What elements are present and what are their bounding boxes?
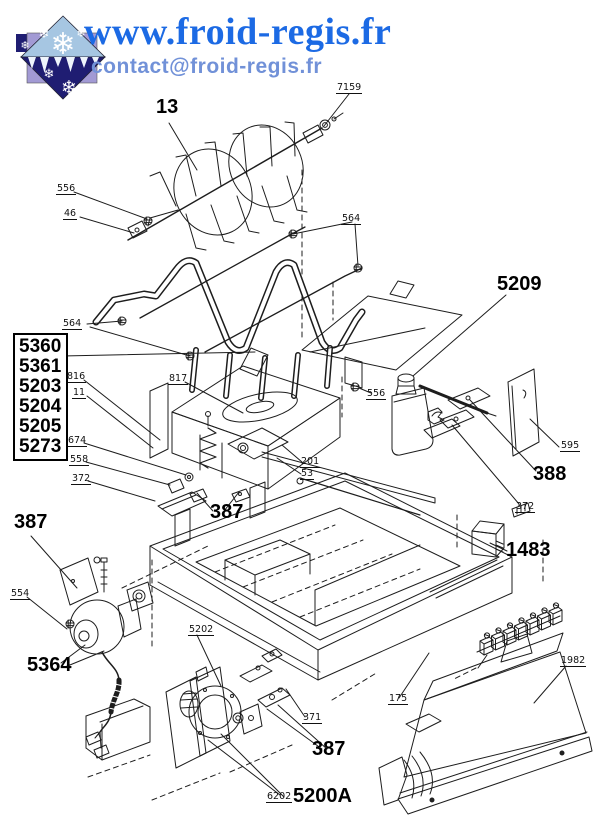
part-label-556-a: 556 xyxy=(56,183,77,195)
part-label-674: 674 xyxy=(67,435,88,447)
part-label-387-left: 387 xyxy=(14,511,48,533)
part-label-5200A: 5200A xyxy=(293,785,352,807)
terminal-strip xyxy=(451,602,563,681)
part-label-5202: 5202 xyxy=(188,624,215,636)
part-label-6202: 6202 xyxy=(266,791,293,803)
right-subassembly xyxy=(301,280,540,457)
evaporator-coil xyxy=(92,226,366,401)
part-label-53: 53 xyxy=(300,468,315,480)
part-label-5360: 5360 xyxy=(19,336,62,357)
part-label-564-a: 564 xyxy=(341,213,362,225)
part-label-5203: 5203 xyxy=(19,376,62,397)
part-label-5209: 5209 xyxy=(497,273,542,295)
gear-motor-assembly xyxy=(87,648,293,801)
part-label-201: 201 xyxy=(300,456,321,468)
site-title-link[interactable]: www.froid-regis.fr xyxy=(84,11,392,53)
svg-text:❄: ❄ xyxy=(50,27,75,62)
svg-text:❄: ❄ xyxy=(20,39,29,52)
part-label-816: 816 xyxy=(66,371,87,383)
leader-lines xyxy=(26,93,567,798)
svg-text:❄: ❄ xyxy=(44,67,55,82)
cover-housing xyxy=(331,632,593,815)
contact-email-link[interactable]: contact@froid-regis.fr xyxy=(91,55,322,78)
part-label-387-mid: 387 xyxy=(210,501,244,523)
part-label-5205: 5205 xyxy=(19,416,62,437)
part-label-5364: 5364 xyxy=(27,654,72,676)
logo-icicles xyxy=(28,57,99,73)
part-label-1483: 1483 xyxy=(506,539,551,561)
part-label-7159: 7159 xyxy=(336,82,363,94)
part-label-371: 371 xyxy=(302,712,323,724)
part-label-5273: 5273 xyxy=(19,436,62,457)
part-label-372-b: 372 xyxy=(515,501,536,513)
froid-regis-logo[interactable]: ❄ ❄ ❄ ❄ ❄ ❄ xyxy=(8,4,108,104)
part-label-46: 46 xyxy=(63,208,78,220)
logo-snowflake-icons: ❄ ❄ ❄ ❄ ❄ ❄ xyxy=(20,27,85,99)
part-label-5361: 5361 xyxy=(19,356,62,377)
svg-text:❄: ❄ xyxy=(61,77,77,99)
chassis-frame xyxy=(149,472,544,681)
part-label-388: 388 xyxy=(533,463,567,485)
relay-1483 xyxy=(471,520,505,558)
pump-motor-assembly xyxy=(59,544,211,761)
part-label-13: 13 xyxy=(156,96,179,118)
part-label-5204: 5204 xyxy=(19,396,62,417)
part-label-564-b: 564 xyxy=(62,318,83,330)
agitator-assembly xyxy=(127,112,344,339)
part-label-554: 554 xyxy=(10,588,31,600)
svg-text:❄: ❄ xyxy=(39,27,50,42)
part-label-817: 817 xyxy=(168,373,189,385)
part-label-1982: 1982 xyxy=(560,655,587,667)
part-group-box: 5360 5361 5203 5204 5205 5273 xyxy=(13,333,69,461)
part-label-11: 11 xyxy=(72,387,87,399)
svg-text:❄: ❄ xyxy=(76,27,85,40)
part-label-558: 558 xyxy=(69,454,90,466)
part-label-175: 175 xyxy=(388,693,409,705)
part-label-387-bottom: 387 xyxy=(312,738,346,760)
part-label-595: 595 xyxy=(560,440,581,452)
part-label-556-b: 556 xyxy=(366,388,387,400)
part-label-372-a: 372 xyxy=(71,473,92,485)
